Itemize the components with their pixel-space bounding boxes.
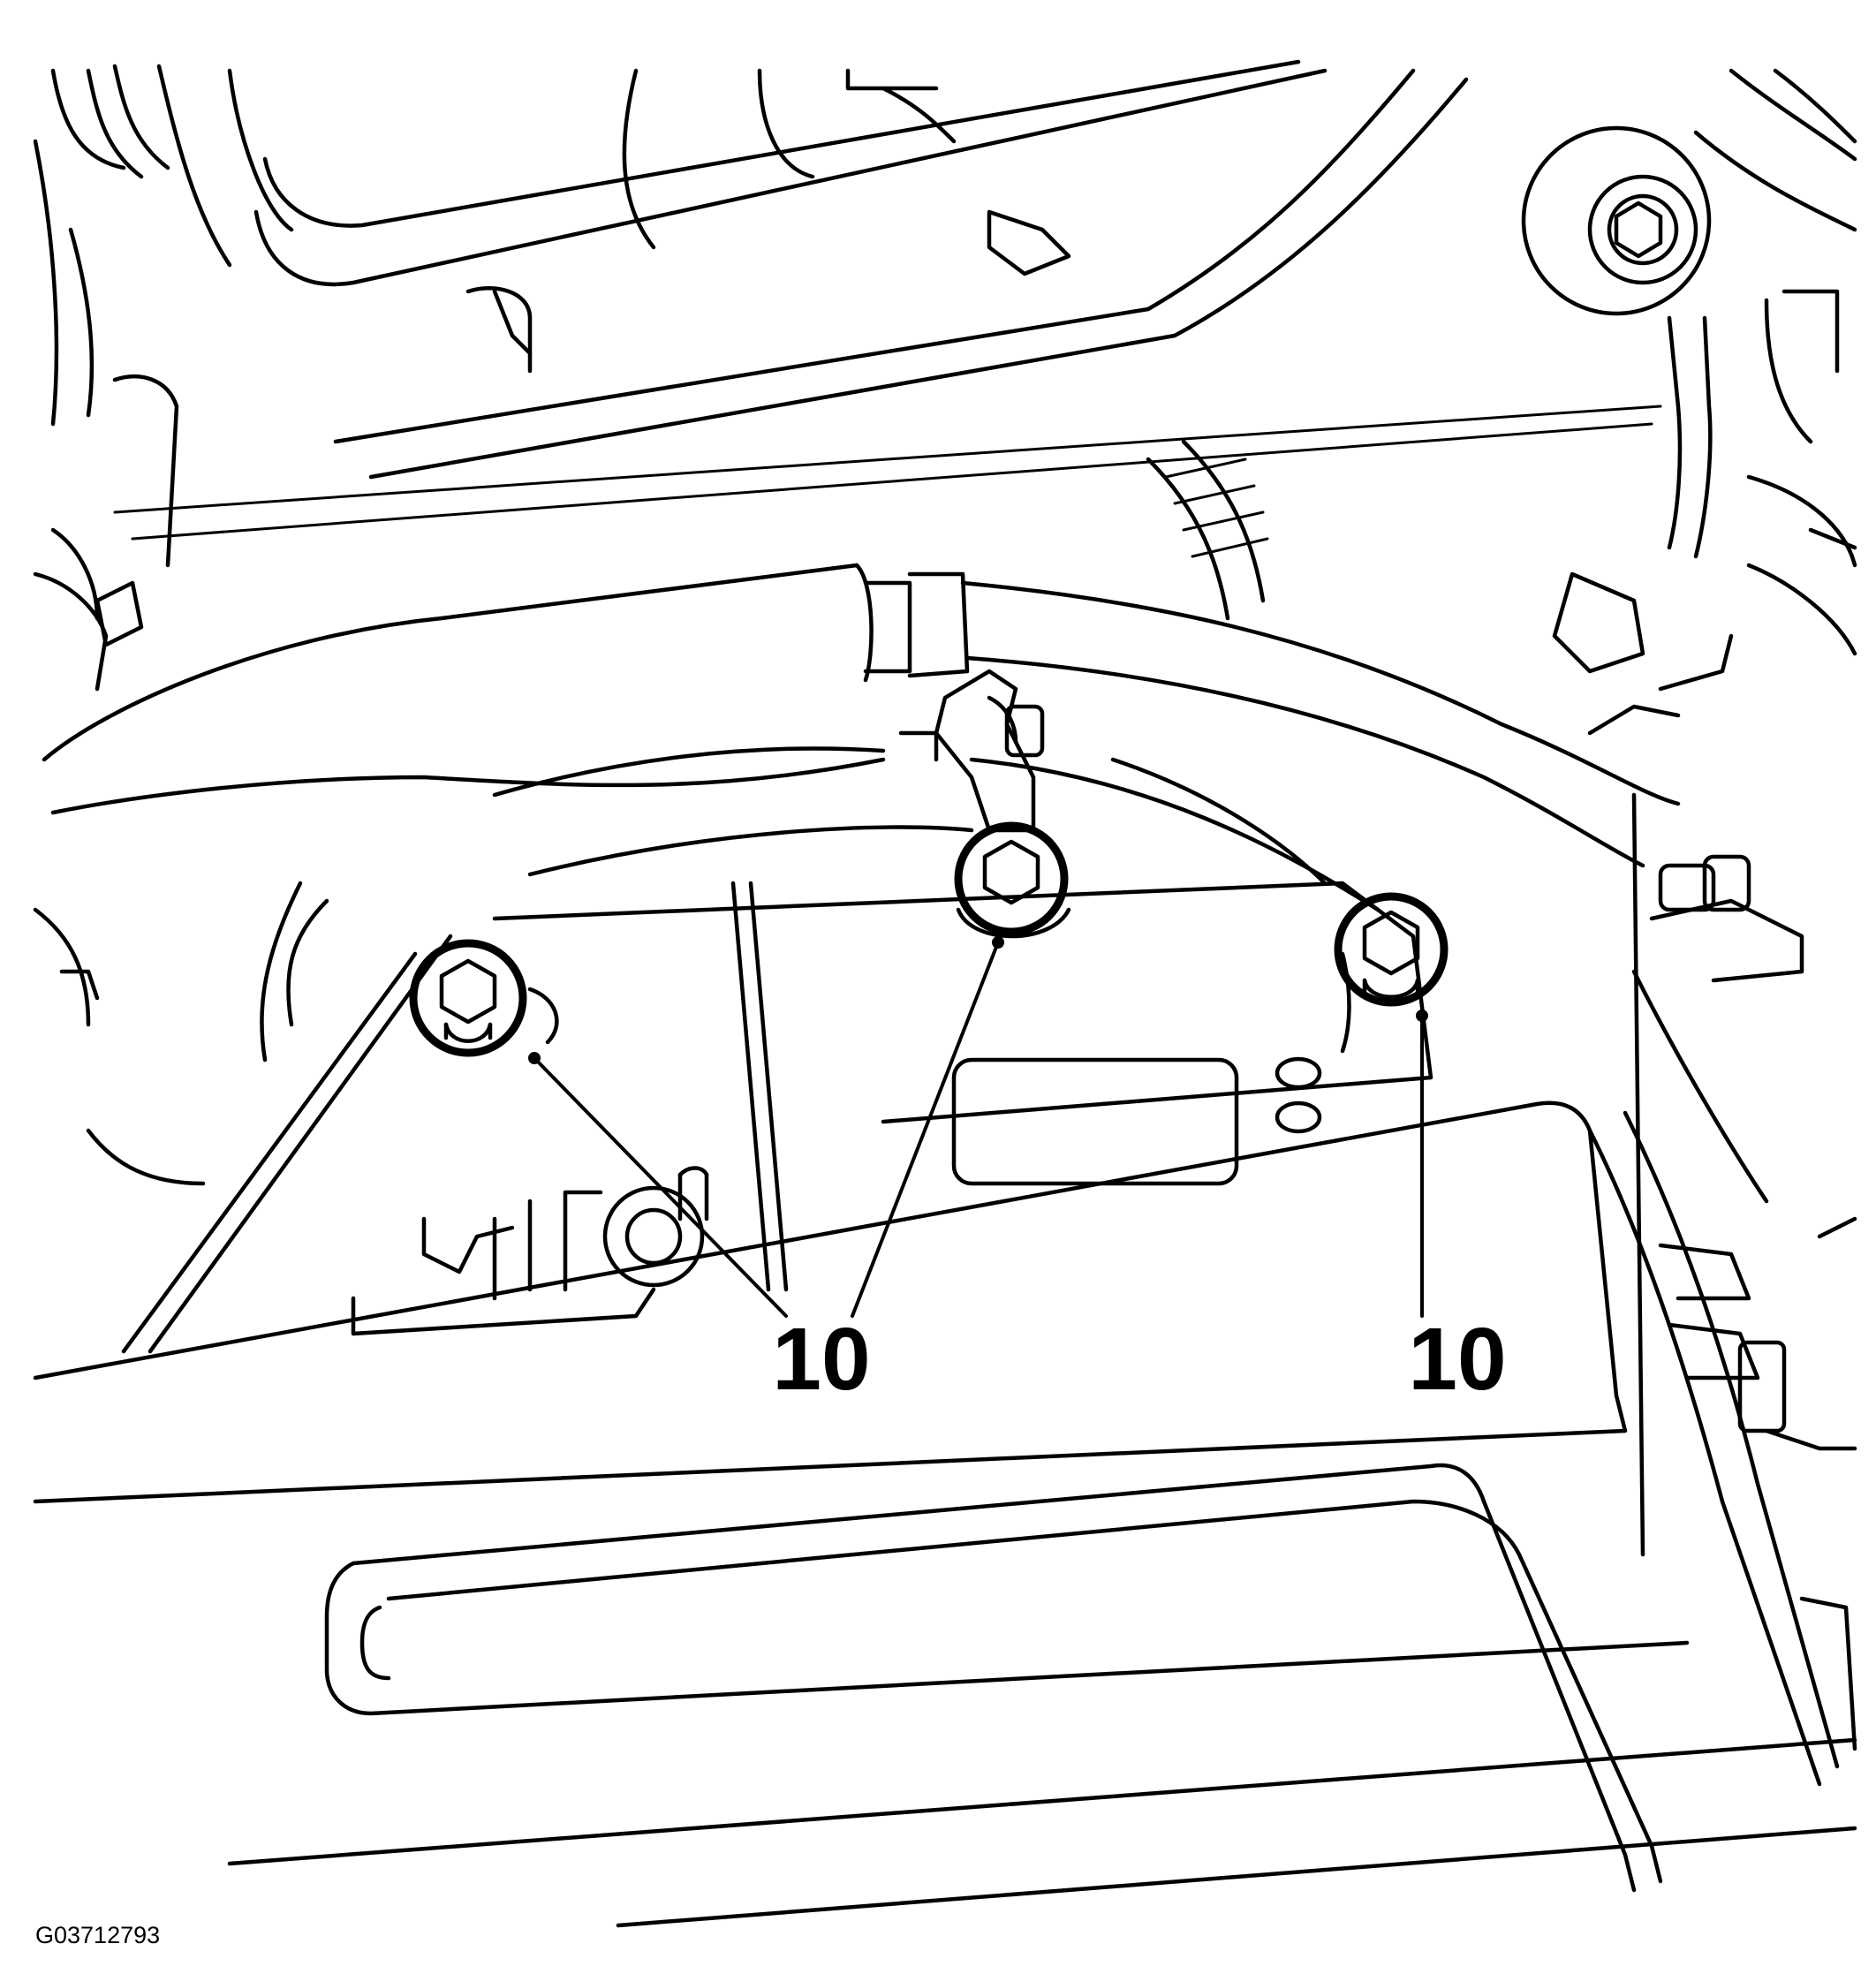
bolt-right-icon: [1334, 892, 1449, 1007]
figure-id: G03712793: [35, 1922, 160, 1948]
bolt-center-icon: [954, 821, 1071, 939]
callout-label-left: 10: [772, 1310, 870, 1409]
callout-label-right: 10: [1408, 1310, 1506, 1409]
bracket-clip: [898, 669, 1045, 833]
leader-lines: [528, 936, 1428, 1318]
engine-line-art: [33, 59, 1857, 1928]
bolt-left-icon: [409, 939, 559, 1057]
